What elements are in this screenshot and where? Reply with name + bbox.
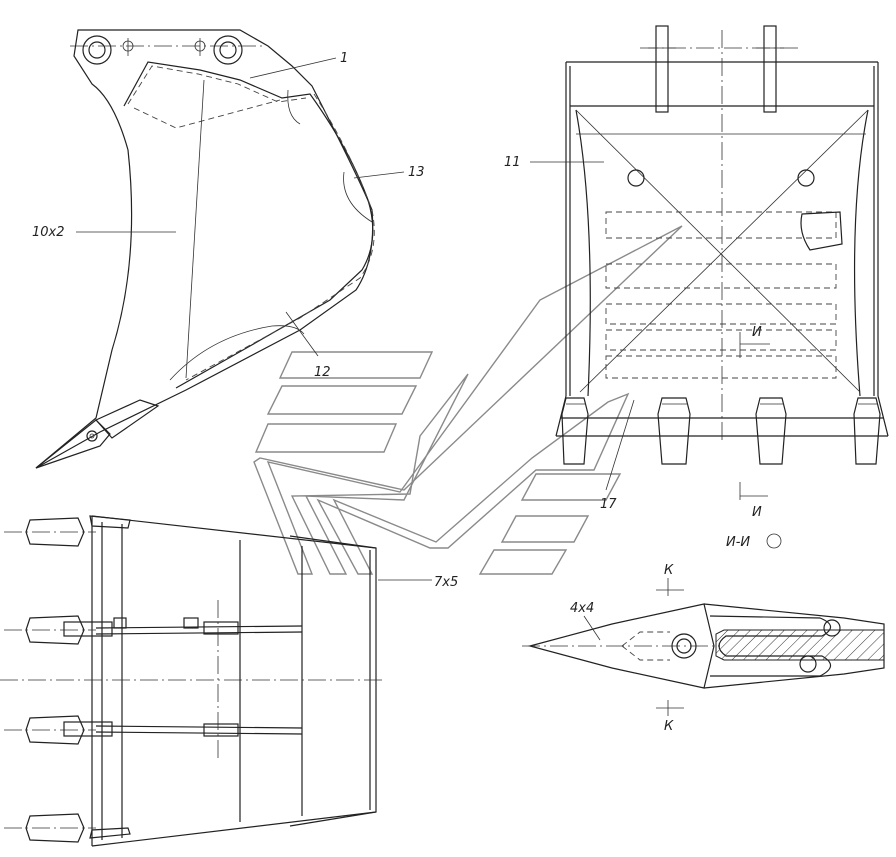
section-mark-i-lower: И: [752, 505, 762, 520]
bucket-plan-view: [0, 515, 384, 847]
section-title-i-i: И-И: [726, 535, 750, 550]
watermark-logo: [253, 225, 683, 575]
section-mark-k-lower: К: [664, 719, 674, 734]
leader-13: [353, 171, 405, 179]
callout-17: 17: [600, 497, 617, 512]
leader-1: [249, 57, 337, 79]
tooth-detail-view: [522, 603, 885, 689]
callout-12: 12: [314, 365, 331, 380]
callout-4x4: 4x4: [570, 601, 594, 616]
section-mark-i-upper: И: [752, 325, 762, 340]
leader-12: [285, 311, 319, 357]
bucket-side-view: [35, 29, 375, 469]
section-detail-circle: [766, 533, 782, 549]
callout-10x2: 10x2: [32, 225, 65, 240]
callout-11: 11: [504, 155, 521, 170]
callout-1: 1: [340, 51, 348, 66]
bucket-front-view: [555, 25, 889, 465]
callout-7x5: 7x5: [434, 575, 458, 590]
leader-17: [605, 399, 635, 491]
callout-13: 13: [408, 165, 425, 180]
leader-4x4: [583, 615, 601, 641]
section-mark-k-upper: К: [664, 563, 674, 578]
